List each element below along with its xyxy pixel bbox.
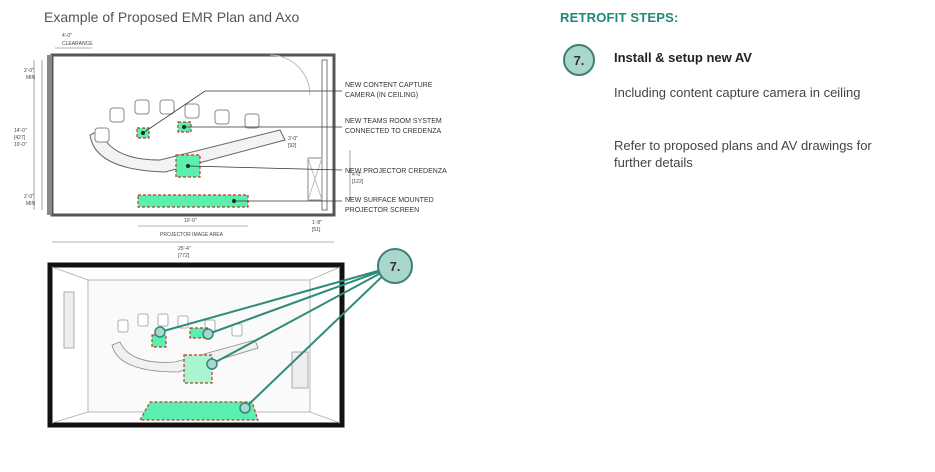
- callout-teams-2: CONNECTED TO CREDENZA: [345, 128, 442, 135]
- emr-axo-view: 7.: [47, 248, 413, 428]
- callout-camera-1: NEW CONTENT CAPTURE: [345, 82, 433, 89]
- callout-teams-1: NEW TEAMS ROOM SYSTEM: [345, 118, 442, 125]
- right-wall-panel: [321, 59, 328, 211]
- axo-step-badge: [377, 248, 413, 284]
- dim-screen-width: 10'-0": [184, 218, 197, 224]
- axo-marker-credenza: [206, 358, 218, 370]
- dim-overall-sub: [772]: [178, 253, 190, 259]
- step-number-badge: 7.: [563, 44, 595, 76]
- callout-credenza: NEW PROJECTOR CREDENZA: [345, 168, 447, 175]
- callout-camera-2: CAMERA (IN CEILING): [345, 92, 418, 99]
- dim-left-top: 2'-0": [24, 68, 34, 74]
- axo-cabinet: [291, 351, 309, 389]
- dim-right-side: 4'-0": [352, 172, 362, 178]
- retrofit-steps-heading: RETROFIT STEPS:: [560, 10, 679, 25]
- callout-leaders: [142, 90, 343, 202]
- axo-marker-screen: [239, 402, 251, 414]
- axo-step-badge-label: 7.: [390, 259, 401, 274]
- conference-table: [89, 129, 286, 173]
- dim-bottom-right: 1'-8": [312, 220, 322, 226]
- dim-left-bottom: 2'-0": [24, 194, 34, 200]
- left-wall-window: [47, 55, 52, 215]
- callout-screen-1: NEW SURFACE MOUNTED: [345, 197, 434, 204]
- dim-left-top-sub: MIN: [26, 75, 36, 81]
- step-description-reference: Refer to proposed plans and AV drawings …: [614, 138, 872, 170]
- dim-left-mid-sub: [427]: [14, 135, 26, 141]
- dim-top-clearance: 4'-0": [62, 33, 72, 39]
- emr-floor-plan: NEW CONTENT CAPTURE CAMERA (IN CEILING) …: [14, 33, 447, 259]
- axo-connectors: [159, 266, 393, 409]
- dim-right: 3'-0": [288, 136, 298, 142]
- dim-right-side-sub: [122]: [352, 179, 364, 185]
- dim-right-sub: [92]: [288, 143, 297, 149]
- callout-screen-2: PROJECTOR SCREEN: [345, 207, 419, 214]
- axo-marker-teams: [202, 328, 214, 340]
- dim-left-mid-2: 10'-0": [14, 142, 27, 148]
- dim-projector-area: PROJECTOR IMAGE AREA: [160, 232, 224, 238]
- dimension-lines: [33, 47, 351, 243]
- dim-clearance-label: CLEARANCE: [62, 41, 93, 47]
- dim-left-bottom-sub: MIN: [26, 201, 36, 207]
- step-description-camera: Including content capture camera in ceil…: [614, 85, 861, 100]
- door-swing: [269, 54, 311, 96]
- plan-title: Example of Proposed EMR Plan and Axo: [44, 9, 300, 25]
- chairs: [94, 99, 260, 143]
- dim-bottom-right-sub: [51]: [312, 227, 321, 233]
- axo-marker-camera: [154, 326, 166, 338]
- projector-screen-highlight: [137, 194, 249, 208]
- axo-credenza-highlight: [183, 354, 213, 384]
- dim-left-mid: 14'-0": [14, 128, 27, 134]
- dim-overall: 25'-4": [178, 246, 191, 252]
- step-title: Install & setup new AV: [614, 50, 752, 65]
- axo-window: [63, 291, 75, 349]
